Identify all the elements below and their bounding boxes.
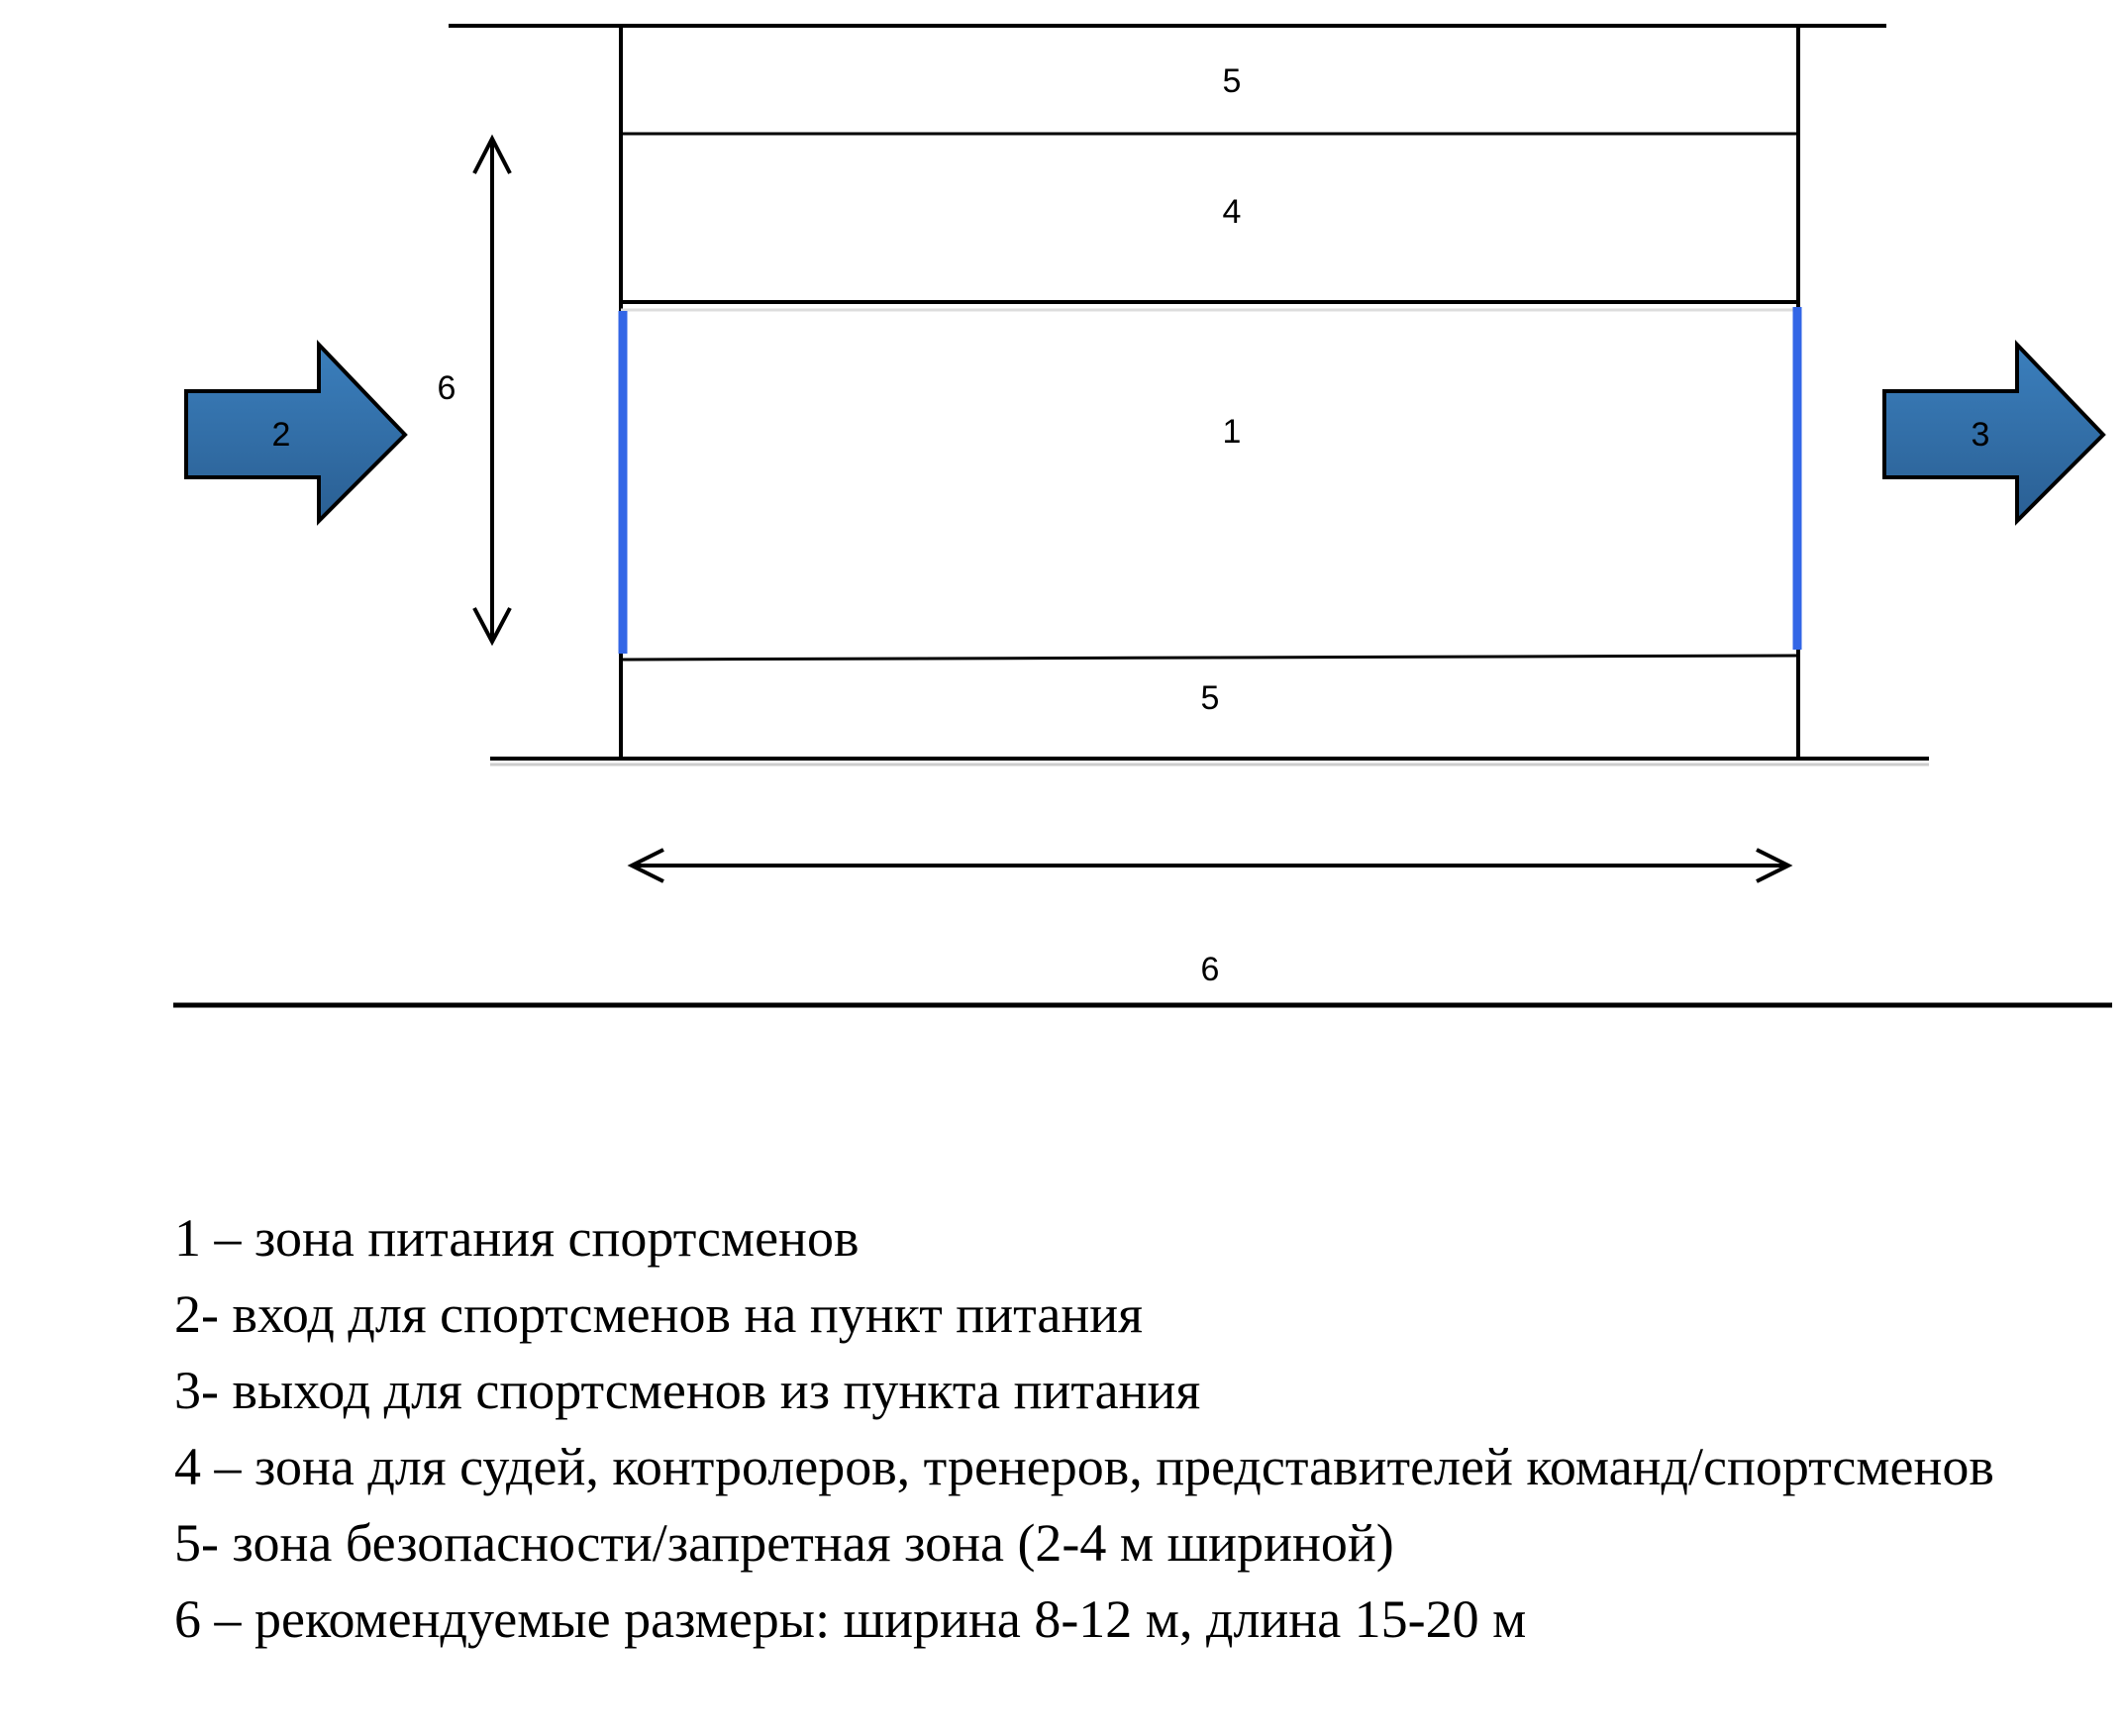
legend-item: 3- выход для спортсменов из пункта питан… xyxy=(174,1361,1201,1420)
legend-item: 2- вход для спортсменов на пункт питания xyxy=(174,1284,1143,1344)
zone-5-bottom-label: 5 xyxy=(1201,679,1220,717)
exit-label: 3 xyxy=(1972,416,1990,454)
height-dimension-arrow xyxy=(472,134,512,647)
legend-item: 6 – рекомендуемые размеры: ширина 8-12 м… xyxy=(174,1589,1527,1649)
zone-divider xyxy=(620,654,1799,662)
zone-1-label: 1 xyxy=(1223,413,1242,451)
width-dimension-arrow xyxy=(627,848,1793,883)
height-dimension-label: 6 xyxy=(438,369,456,407)
legend-item: 1 – зона питания спортсменов xyxy=(174,1208,860,1268)
zone-5-top-label: 5 xyxy=(1223,62,1242,100)
legend: 1 – зона питания спортсменов 2- вход для… xyxy=(28,1200,2087,1658)
exit-arrow-icon xyxy=(1882,340,2106,526)
entry-label: 2 xyxy=(272,416,291,454)
legend-item: 5- зона безопасности/запретная зона (2-4… xyxy=(174,1513,1394,1573)
width-dimension-label: 6 xyxy=(1201,951,1220,988)
legend-item: 4 – зона для судей, контролеров, тренеро… xyxy=(174,1437,1994,1496)
station-box xyxy=(619,24,1800,761)
zone-4-label: 4 xyxy=(1223,193,1242,231)
entry-arrow-icon xyxy=(184,340,408,526)
